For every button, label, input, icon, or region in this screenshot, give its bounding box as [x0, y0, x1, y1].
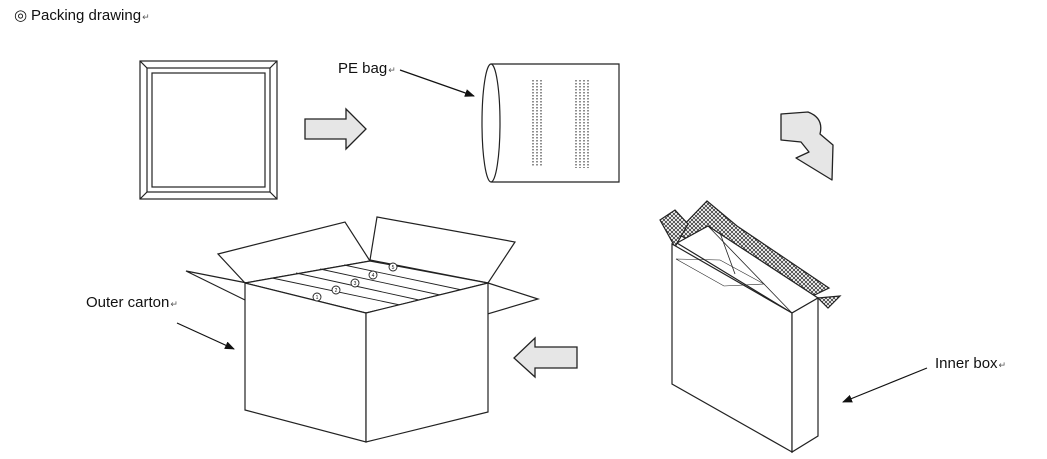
inner-box [659, 200, 842, 454]
carton-number-5: 5 [392, 265, 395, 271]
return-mark: ↵ [388, 65, 396, 75]
outer-carton-pointer [176, 322, 235, 350]
carton-number-1: 1 [316, 295, 319, 301]
pe-bag-perforation-right [575, 80, 589, 168]
return-mark: ↵ [170, 299, 178, 309]
inner-box-pointer [842, 367, 928, 403]
left-arrow-icon [513, 336, 578, 379]
outer-carton-label: Outer carton↵ [86, 295, 178, 310]
pe-bag-perforation-left [532, 80, 542, 166]
curved-arrow-icon [780, 111, 834, 181]
return-mark: ↵ [142, 12, 150, 22]
pe-bag-label: PE bag↵ [338, 61, 396, 76]
pe-bag-label-text: PE bag [338, 60, 388, 77]
carton-number-3: 3 [354, 281, 357, 287]
page-title: ◎Packing drawing↵ [13, 8, 150, 23]
carton-number-2: 2 [335, 288, 338, 294]
panel-frame [139, 60, 278, 200]
outer-carton [185, 216, 541, 443]
outer-carton-label-text: Outer carton [86, 294, 170, 311]
right-arrow-icon [304, 107, 367, 151]
return-mark: ↵ [998, 360, 1007, 370]
carton-number-markers [312, 262, 398, 302]
pe-bag [481, 63, 620, 183]
carton-number-4: 4 [372, 273, 375, 279]
inner-box-label-text: Inner box [935, 355, 998, 372]
inner-box-label: Inner box↵ [935, 356, 1006, 371]
carton-number-labels: 1 2 3 4 5 [316, 265, 395, 301]
page-title-text: Packing drawing [31, 7, 142, 24]
pe-bag-pointer [399, 69, 475, 97]
double-circle-icon: ◎ [13, 7, 28, 24]
